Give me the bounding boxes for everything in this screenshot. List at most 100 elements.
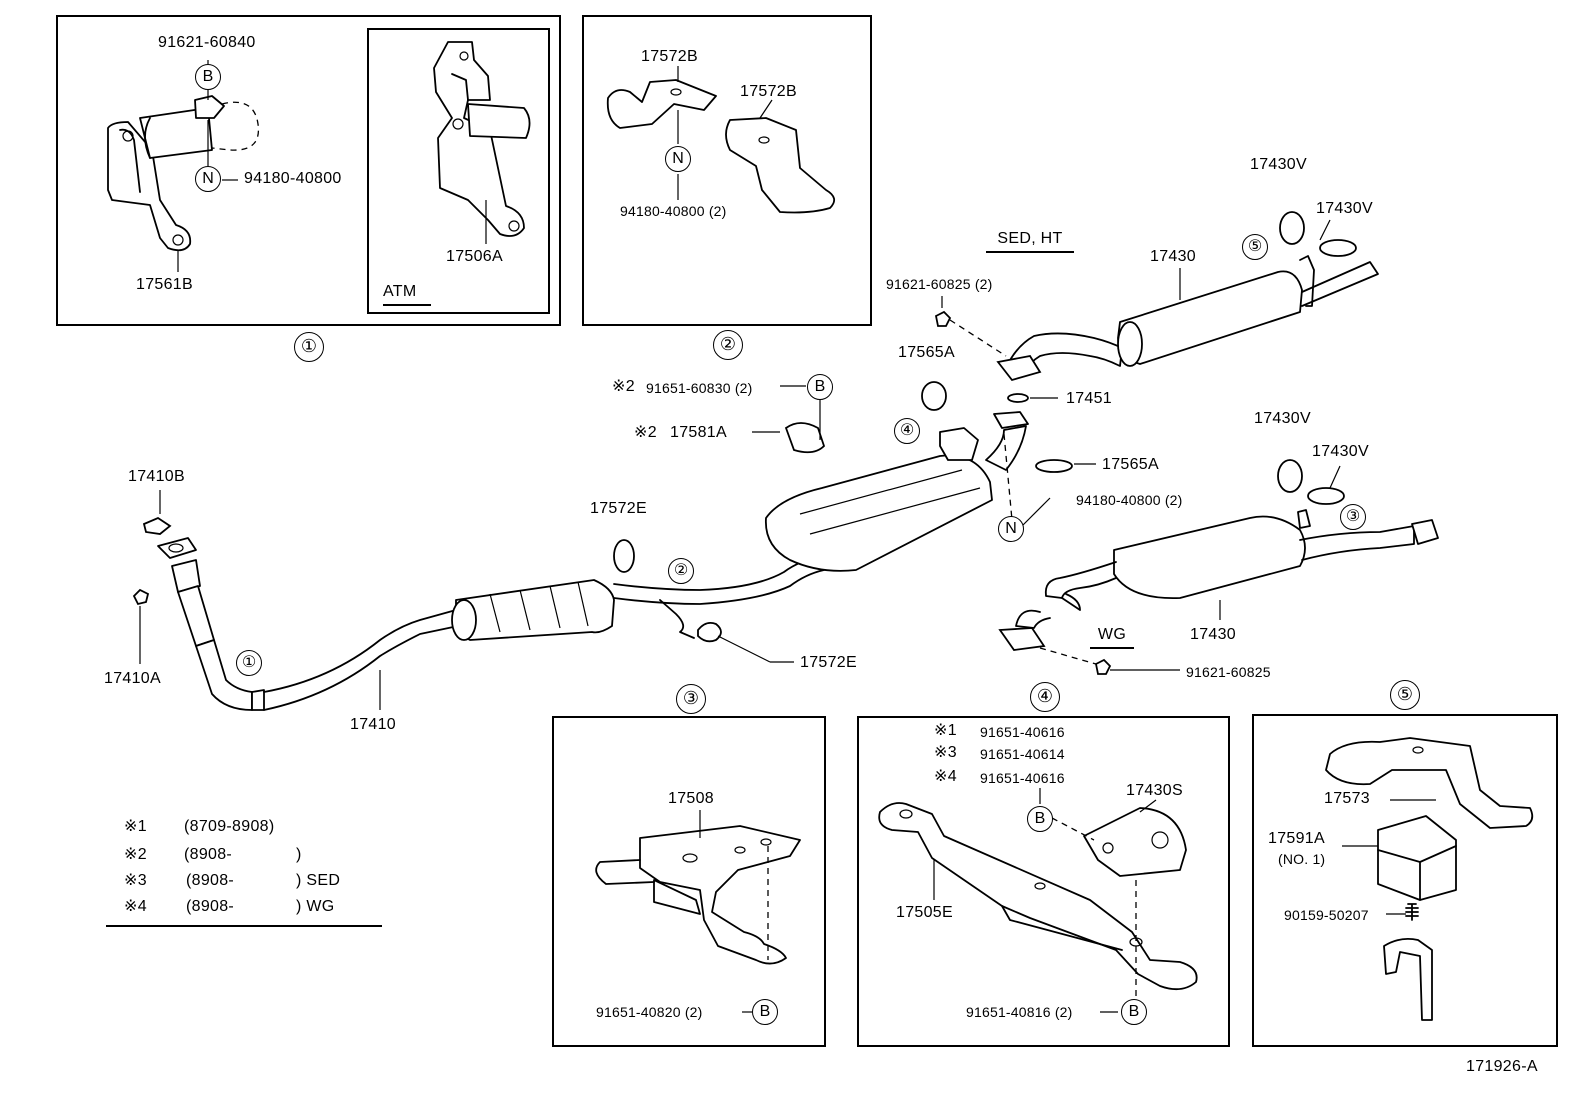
inset2-bracket-17572B-a: [606, 79, 717, 129]
legend-mark: ※3: [124, 872, 147, 889]
inset-4-marker: ④: [1030, 682, 1060, 712]
inset-3-frame: [552, 716, 826, 1047]
center-muffler: [451, 555, 825, 641]
ring-17430V-2-shape: [1319, 239, 1357, 257]
ring-17572E-a-shape: [613, 539, 635, 573]
bolt-key-b-4b: B: [1121, 999, 1147, 1025]
inset4-bracket-17505E: [878, 802, 1198, 991]
gasket-17451-shape: [1007, 393, 1029, 403]
inset5-hanger-17573: [1325, 737, 1534, 829]
inset-5-marker: ⑤: [1390, 680, 1420, 710]
ref-5: ⑤: [1242, 234, 1268, 260]
inset-1-atm-subframe: [367, 28, 550, 314]
part-91651-40616-b: 91651-40616: [980, 770, 1065, 786]
legend-suffix: ): [296, 846, 302, 863]
inset-4-frame: [857, 716, 1230, 1047]
legend-range: (8908-: [186, 898, 235, 915]
part-17506A: 17506A: [446, 248, 503, 265]
part-17591A-sub: (NO. 1): [1278, 851, 1326, 867]
inset-3-marker: ③: [676, 684, 706, 714]
part-17451: 17451: [1066, 390, 1112, 407]
inset-1-frame: [56, 15, 561, 326]
part-94180-40800-main: 94180-40800 (2): [1076, 492, 1183, 508]
legend-mark: ※4: [124, 898, 147, 915]
part-17572B-b: 17572B: [740, 83, 797, 100]
legend-mark: ※2: [124, 846, 147, 863]
part-17573: 17573: [1324, 790, 1370, 807]
part-94180-40800-2: 94180-40800 (2): [620, 203, 727, 219]
bolt-key-b-main: B: [807, 374, 833, 400]
part-17565A-b: 17565A: [1102, 456, 1159, 473]
nut-91621-60825-a-shape: [934, 310, 952, 327]
ref-2: ②: [668, 558, 694, 584]
ring-17565A-a-shape: [921, 381, 947, 411]
legend-range: (8908-: [184, 846, 233, 863]
part-17581A-shape: [784, 422, 826, 454]
ref-4: ④: [894, 418, 920, 444]
gasket-17572E-b-shape: [697, 621, 722, 643]
note3-mark: ※3: [934, 744, 957, 761]
part-17572B-a: 17572B: [641, 48, 698, 65]
inset3-bracket-17508: [595, 825, 801, 965]
part-17572E-a: 17572E: [590, 500, 647, 517]
part-17581A: 17581A: [670, 424, 727, 441]
part-94180-40800: 94180-40800: [244, 170, 342, 187]
main-muffler: [765, 411, 1029, 572]
part-17561B: 17561B: [136, 276, 193, 293]
diagram-code: 171926-A: [1466, 1058, 1538, 1075]
variant-wg: WG: [1090, 626, 1134, 649]
part-17565A-a: 17565A: [898, 344, 955, 361]
part-17572E-b: 17572E: [800, 654, 857, 671]
nut-key-n-2: N: [665, 146, 691, 172]
inset5-mount-17591A: [1377, 815, 1457, 1021]
part-91621-60825-a: 91621-60825 (2): [886, 276, 993, 292]
nut-key-n-main: N: [998, 516, 1024, 542]
part-17430-sed: 17430: [1150, 248, 1196, 265]
part-17430-wg: 17430: [1190, 626, 1236, 643]
bolt-key-b: B: [195, 64, 221, 90]
ring-17565A-b-shape: [1035, 459, 1073, 473]
bolt-key-b-3: B: [752, 999, 778, 1025]
inset1-bracket-17561B: [107, 95, 260, 252]
part-17505E: 17505E: [896, 904, 953, 921]
part-91651-40816: 91651-40816 (2): [966, 1004, 1073, 1020]
part-17410A: 17410A: [104, 670, 161, 687]
nut-17410A-shape: [132, 588, 150, 606]
inset2-bracket-17572B-b: [725, 117, 836, 214]
legend-range: (8908-: [186, 872, 235, 889]
note4-mark: ※4: [934, 768, 957, 785]
inset1-bracket-17506A-atm: [433, 41, 531, 237]
part-91651-40616-a: 91651-40616: [980, 724, 1065, 740]
part-91621-60840: 91621-60840: [158, 34, 256, 51]
part-91651-40614: 91651-40614: [980, 746, 1065, 762]
legend-mark: ※1: [124, 818, 147, 835]
legend-suffix: ) SED: [296, 872, 341, 889]
part-91651-60830: 91651-60830 (2): [646, 380, 753, 396]
wg-tail-muffler-17430: [998, 509, 1439, 651]
part-90159-50207: 90159-50207: [1284, 907, 1369, 923]
part-17430V-3: 17430V: [1254, 410, 1311, 427]
nut-91621-60825-b-shape: [1094, 658, 1112, 675]
sed-tail-muffler-17430: [996, 255, 1379, 382]
gasket-17410B-shape: [142, 516, 172, 535]
part-17430V-4: 17430V: [1312, 443, 1369, 460]
variant-sed-ht: SED, HT: [986, 230, 1074, 253]
ring-17430V-3-shape: [1277, 459, 1303, 493]
ring-17430V-1-shape: [1279, 211, 1305, 245]
note1-mark: ※1: [934, 722, 957, 739]
part-91651-40820: 91651-40820 (2): [596, 1004, 703, 1020]
part-17508: 17508: [668, 790, 714, 807]
bolt-key-b-4a: B: [1027, 806, 1053, 832]
part-17410: 17410: [350, 716, 396, 733]
part-17430S: 17430S: [1126, 782, 1183, 799]
part-91621-60825-b: 91621-60825: [1186, 664, 1271, 680]
legend-suffix: ) WG: [296, 898, 335, 915]
ref-1: ①: [236, 650, 262, 676]
inset-5-frame: [1252, 714, 1558, 1047]
part-17410B: 17410B: [128, 468, 185, 485]
part-17430V-2: 17430V: [1316, 200, 1373, 217]
legend-range: (8709-8908): [184, 818, 275, 835]
inset-2-frame: [582, 15, 872, 326]
ring-17430V-4-shape: [1307, 487, 1345, 505]
